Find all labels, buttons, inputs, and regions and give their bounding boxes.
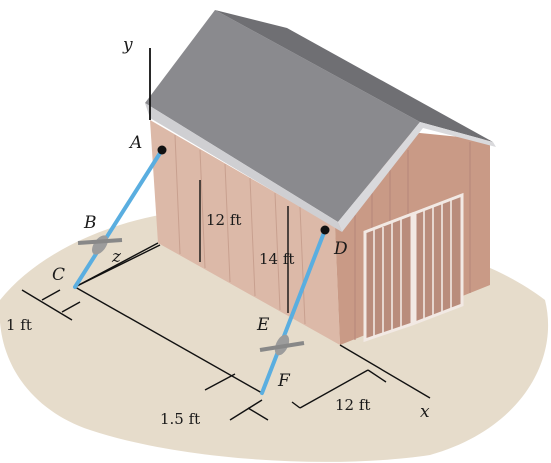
front-wall [150,120,340,345]
front-wall-planks [174,134,306,325]
point-B-label: B [83,213,97,233]
cable-DF [260,228,327,395]
point-C-label: C [52,265,65,285]
point-E-label: E [256,315,270,335]
cables [73,148,327,395]
cable-AC [73,148,164,289]
dimension-14ft-D: 14 ft [259,250,294,268]
roof-edge [145,103,342,232]
point-A-label: A [128,133,142,153]
point-D-marker [320,225,330,235]
turnbuckle-E [259,334,305,356]
axis-y-label: y [122,35,133,55]
roof-front-plane [145,10,420,222]
point-A-marker [157,145,167,155]
turnbuckle-B [77,235,123,255]
dimension-1-5ft-F: 1.5 ft [160,410,200,428]
dimension-12ft-A: 12 ft [206,211,241,229]
dimension-12ft-F: 12 ft [335,396,370,414]
point-F-label: F [277,371,291,391]
axis-x-label: x [420,402,430,422]
dimension-1ft-C: 1 ft [6,316,32,334]
dimension-lines [21,180,431,421]
side-doors [363,192,464,343]
axis-z-label: z [111,247,122,267]
roof-side-plane [215,10,493,142]
point-D-label: D [333,239,348,259]
